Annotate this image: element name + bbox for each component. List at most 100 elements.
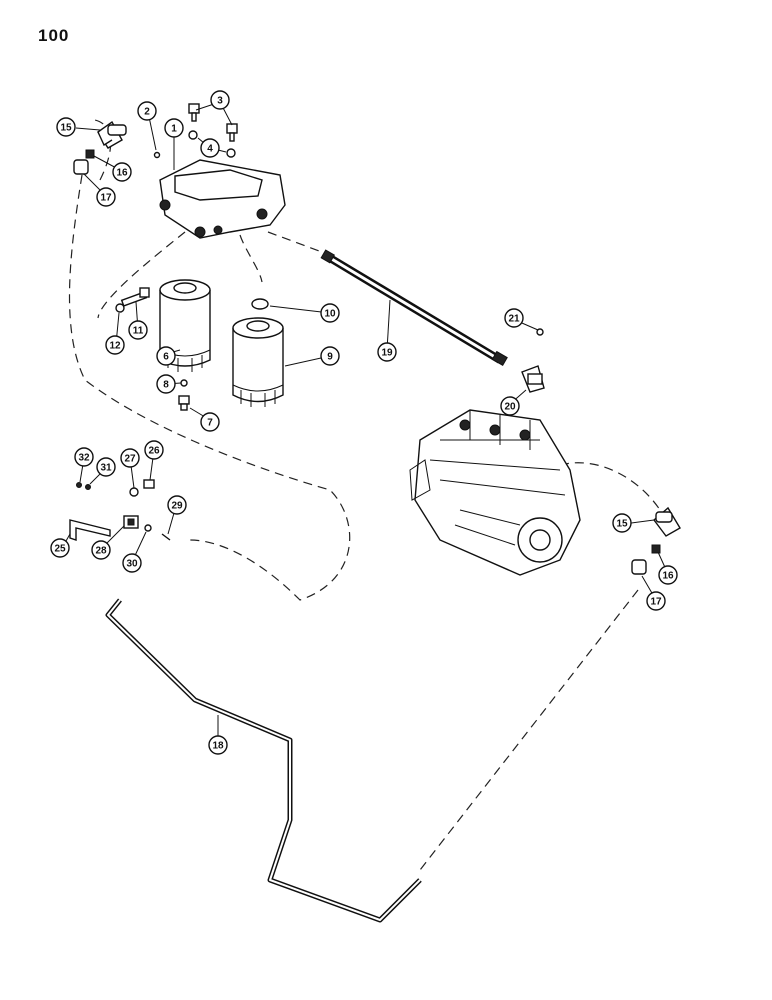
bolt-26 [143,479,155,489]
callout-circle [56,117,76,137]
seal-2 [153,151,161,159]
callout-label: 3 [217,96,223,107]
callout-circle [156,374,176,394]
bolt-3 [188,103,238,142]
callout-c16b: 16 [658,565,678,585]
callout-c19: 19 [377,342,397,362]
callout-label: 6 [163,352,169,363]
callout-label: 31 [100,463,112,474]
callout-circle [504,308,524,328]
callouts: 1234678910111215161718192021252627282930… [50,90,678,755]
callout-label: 16 [662,571,674,582]
nut-17-top [73,159,89,175]
callout-c25: 25 [50,538,70,558]
screw-29 [161,533,171,541]
callout-c6: 6 [156,346,176,366]
callout-c15a: 15 [56,117,76,137]
callout-label: 15 [616,519,628,530]
callout-label: 1 [171,124,177,135]
callout-circle [612,513,632,533]
callout-c8: 8 [156,374,176,394]
elbow-fitting-15-top [97,120,127,149]
elbow-fitting-15-right [653,506,681,537]
callout-label: 19 [381,348,393,359]
callout-circle [105,335,125,355]
callout-c16a: 16 [112,162,132,182]
filter-element-9 [232,317,284,407]
washer-27 [129,487,139,497]
callout-c4: 4 [200,138,220,158]
callout-circle [208,735,228,755]
callout-label: 29 [171,501,183,512]
elbow-fitting-20 [521,365,545,393]
callout-c28: 28 [91,540,111,560]
callout-circle [658,565,678,585]
callout-label: 10 [324,309,336,320]
callout-circle [164,118,184,138]
plug-7 [178,395,190,411]
callout-label: 26 [148,446,160,457]
callout-circle [122,553,142,573]
sleeve-16-right [651,544,661,554]
nut-17-right [631,559,647,575]
callout-circle [128,320,148,340]
callout-circle [200,412,220,432]
callout-c17b: 17 [646,591,666,611]
callout-circle [96,457,116,477]
callout-c29: 29 [167,495,187,515]
fuel-line-19 [320,249,508,367]
callout-circle [156,346,176,366]
callout-c1: 1 [164,118,184,138]
callout-label: 32 [78,453,90,464]
callout-circle [96,187,116,207]
callout-c32: 32 [74,447,94,467]
callout-c11: 11 [128,320,148,340]
callout-c12: 12 [105,335,125,355]
callout-label: 11 [133,326,144,337]
callout-c17a: 17 [96,187,116,207]
seal-8 [180,379,188,387]
callout-label: 20 [504,402,516,413]
callout-c18: 18 [208,735,228,755]
clip-28 [123,515,139,529]
injection-pump [409,409,581,576]
callout-label: 12 [109,341,121,352]
callout-label: 15 [60,123,72,134]
callout-label: 18 [212,741,224,752]
callout-circle [144,440,164,460]
callout-c10: 10 [320,303,340,323]
callout-c20: 20 [500,396,520,416]
callout-circle [74,447,94,467]
o-ring-10 [251,298,269,310]
callout-circle [120,448,140,468]
callout-c3: 3 [210,90,230,110]
callout-label: 8 [163,380,169,391]
washer-12 [115,303,125,313]
nut-32 [76,482,82,488]
callout-label: 4 [207,144,213,155]
callout-circle [320,346,340,366]
callout-circle [137,101,157,121]
washer-31 [85,484,91,490]
callout-label: 21 [508,314,520,325]
seal-21 [536,328,544,336]
callout-c31: 31 [96,457,116,477]
filter-head [159,159,286,239]
callout-c9: 9 [320,346,340,366]
callout-label: 17 [650,597,662,608]
bolt-11 [120,287,150,307]
callout-label: 9 [327,352,333,363]
return-line-18 [105,598,422,923]
leader-lines [61,101,669,744]
callout-c15b: 15 [612,513,632,533]
callout-label: 30 [126,559,138,570]
callout-c2: 2 [137,101,157,121]
callout-c27: 27 [120,448,140,468]
callout-label: 7 [207,418,213,429]
callout-c26: 26 [144,440,164,460]
callout-circle [320,303,340,323]
callout-c21: 21 [504,308,524,328]
callout-label: 25 [54,544,66,555]
callout-label: 28 [95,546,107,557]
callout-circle [377,342,397,362]
